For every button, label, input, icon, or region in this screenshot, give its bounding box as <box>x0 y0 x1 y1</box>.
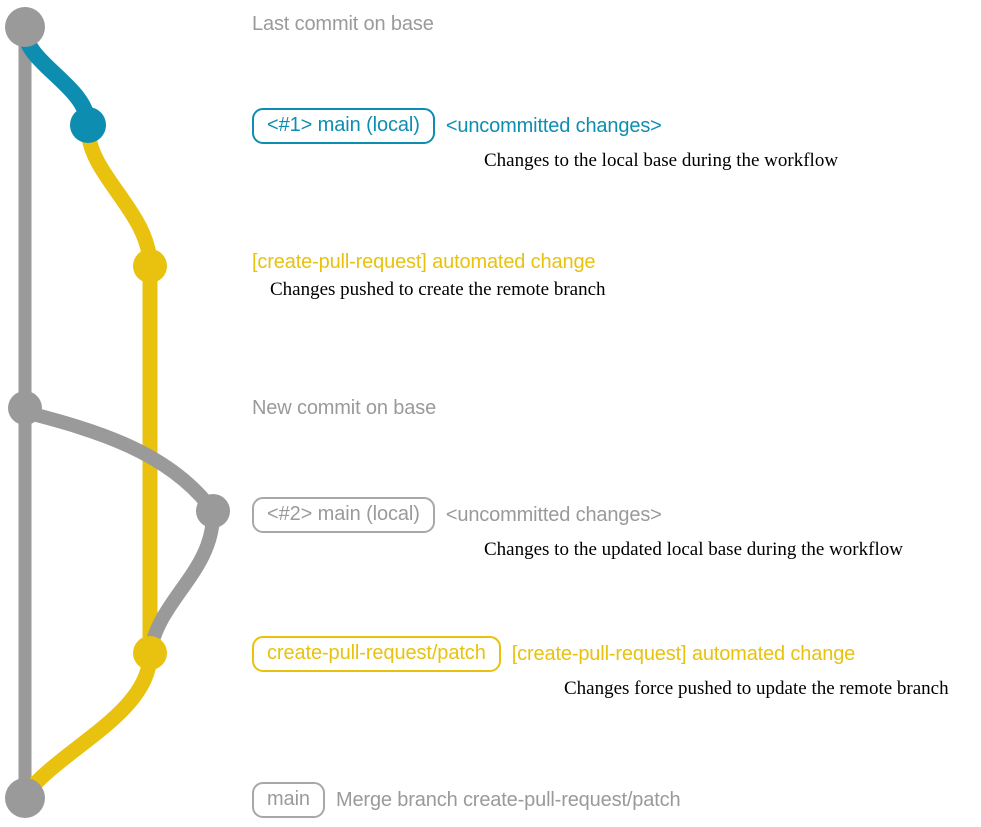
commit-row: main Merge branch create-pull-request/pat… <box>252 782 681 818</box>
commit-node-patch-1[interactable] <box>133 249 167 283</box>
commit-subject: <uncommitted changes> <box>445 114 662 137</box>
commit-row: create-pull-request/patch [create-pull-re… <box>252 636 949 700</box>
commit-subject: New commit on base <box>252 397 437 419</box>
commit-row-main: [create-pull-request] automated change <box>252 251 596 273</box>
commit-subject: <uncommitted changes> <box>445 503 662 526</box>
branch-ref-badge[interactable]: <#2> main (local) <box>252 497 435 533</box>
commit-node-patch-2[interactable] <box>133 636 167 670</box>
edge-patch-merge-to-base <box>17 648 158 803</box>
commit-note: Changes pushed to create the remote bran… <box>270 279 606 300</box>
commit-subject: [create-pull-request] automated change <box>252 251 596 273</box>
edge-base-to-detour <box>18 405 220 518</box>
commit-node-base-new[interactable] <box>8 391 42 425</box>
commit-note: Changes to the updated local base during… <box>484 539 903 560</box>
commit-subject: Last commit on base <box>252 13 434 35</box>
commit-note: Changes force pushed to update the remot… <box>564 678 949 699</box>
commit-node-base-last[interactable] <box>5 7 45 47</box>
commit-row: <#2> main (local) <uncommitted changes> Ch… <box>252 497 903 561</box>
commit-row: <#1> main (local) <uncommitted changes> Ch… <box>252 108 838 172</box>
commit-row: New commit on base <box>252 398 436 419</box>
branch-ref-badge[interactable]: main <box>252 782 325 818</box>
commit-subject: Merge branch create-pull-request/patch <box>335 788 681 811</box>
commit-row-main: New commit on base <box>252 398 436 419</box>
commit-row-main: <#2> main (local) <uncommitted changes> <box>252 497 662 533</box>
commit-row-main: <#1> main (local) <uncommitted changes> <box>252 108 662 144</box>
edge-detour-to-patch <box>143 507 220 660</box>
commit-node-merge[interactable] <box>5 778 45 818</box>
commit-node-local-2[interactable] <box>196 494 230 528</box>
commit-row-main: create-pull-request/patch [create-pull-re… <box>252 636 855 672</box>
commit-node-local-1[interactable] <box>70 107 106 143</box>
edge-local-to-patch <box>80 120 158 274</box>
commit-row-main: main Merge branch create-pull-request/pat… <box>252 782 681 818</box>
commit-row-main: Last commit on base <box>252 14 434 35</box>
commit-row: Last commit on base <box>252 14 434 35</box>
branch-ref-badge[interactable]: create-pull-request/patch <box>252 636 501 672</box>
branch-ref-badge[interactable]: <#1> main (local) <box>252 108 435 144</box>
commit-note: Changes to the local base during the wor… <box>484 150 839 171</box>
commit-subject: [create-pull-request] automated change <box>511 642 856 665</box>
